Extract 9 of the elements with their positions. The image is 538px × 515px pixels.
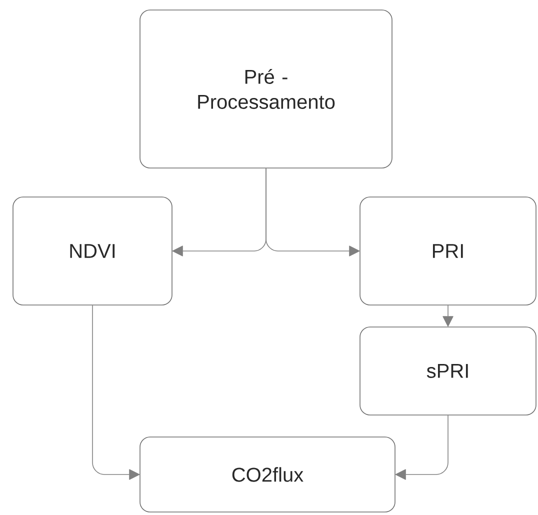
arrow [266, 168, 360, 256]
arrow [92, 305, 140, 480]
arrow [442, 305, 454, 327]
process-box: CO2flux [140, 436, 396, 512]
process-box: sPRI [360, 326, 536, 416]
arrow [395, 415, 448, 480]
process-box: NDVI [12, 196, 172, 306]
process-box: PRI [360, 196, 536, 306]
process-box: Pré - Processamento [140, 10, 392, 168]
